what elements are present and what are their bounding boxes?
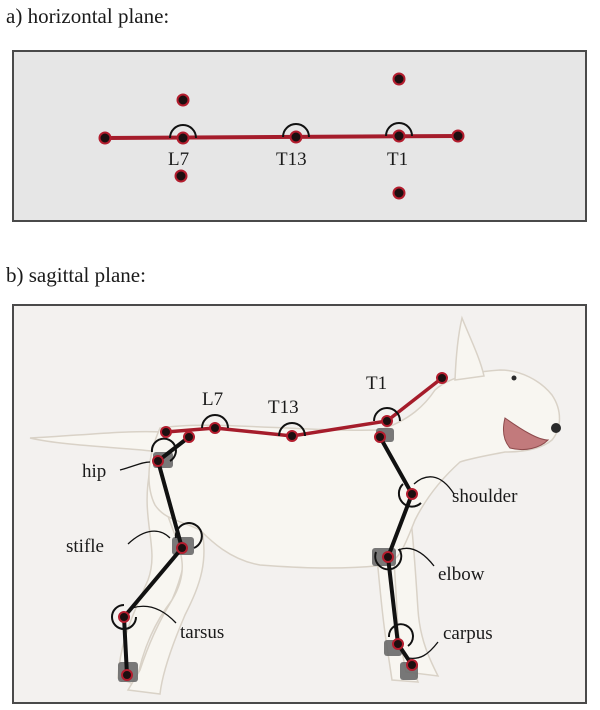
dog-eye-icon [511, 375, 517, 381]
angle-arc-icon [374, 548, 403, 571]
label-stifle: stifle [66, 536, 104, 557]
marker-dot [381, 415, 393, 427]
marker-dot [436, 372, 448, 384]
label-tarsus: tarsus [180, 622, 224, 643]
horizontal-diagram: L7 T13 T1 [98, 72, 465, 200]
marker-dot [176, 93, 190, 107]
marker-dot [121, 669, 133, 681]
label-shoulder: shoulder [452, 486, 518, 507]
label-sagittal-l7: L7 [202, 389, 223, 410]
angle-arc-icon [373, 407, 401, 422]
marker-dot [374, 431, 386, 443]
label-sagittal-t13: T13 [268, 397, 299, 418]
label-hip: hip [82, 461, 106, 482]
angle-arc-icon [282, 123, 310, 138]
marker-dot [406, 659, 418, 671]
marker-dot [406, 488, 418, 500]
marker-dot [451, 129, 465, 143]
marker-dot [286, 430, 298, 442]
label-l7: L7 [168, 149, 189, 170]
marker-dot [176, 131, 190, 145]
angle-arc-icon [387, 623, 414, 647]
angle-arc-icon [397, 483, 422, 508]
label-elbow: elbow [438, 564, 485, 585]
marker-dot [392, 186, 406, 200]
marker-dot [98, 131, 112, 145]
dog-nose-icon [551, 423, 561, 433]
marker-dot [160, 426, 172, 438]
marker-dot [152, 455, 164, 467]
label-t13: T13 [276, 149, 307, 170]
angle-arc-icon [385, 122, 413, 137]
dog-mouth [502, 417, 550, 451]
heading-sagittal-plane: b) sagittal plane: [6, 263, 146, 287]
leader-arrows [119, 461, 455, 660]
marker-dot [392, 72, 406, 86]
marker-dot [392, 638, 404, 650]
marker-dot [174, 169, 188, 183]
marker-dot [118, 611, 130, 623]
angle-arc-icon [174, 522, 203, 549]
angle-arc-icon [150, 437, 177, 462]
marker-dot [392, 129, 406, 143]
heading-horizontal-plane: a) horizontal plane: [6, 4, 170, 28]
marker-dot [209, 422, 221, 434]
angle-arc-icon [111, 604, 137, 630]
label-t1: T1 [387, 149, 408, 170]
marker-dot [176, 542, 188, 554]
marker-dot [382, 551, 394, 563]
marker-dot [289, 130, 303, 144]
label-sagittal-t1: T1 [366, 373, 387, 394]
angle-arc-icon [278, 422, 306, 437]
marker-dot [183, 431, 195, 443]
angle-arc-icon [201, 414, 229, 429]
angle-arc-icon [169, 124, 197, 139]
label-carpus: carpus [443, 623, 493, 644]
